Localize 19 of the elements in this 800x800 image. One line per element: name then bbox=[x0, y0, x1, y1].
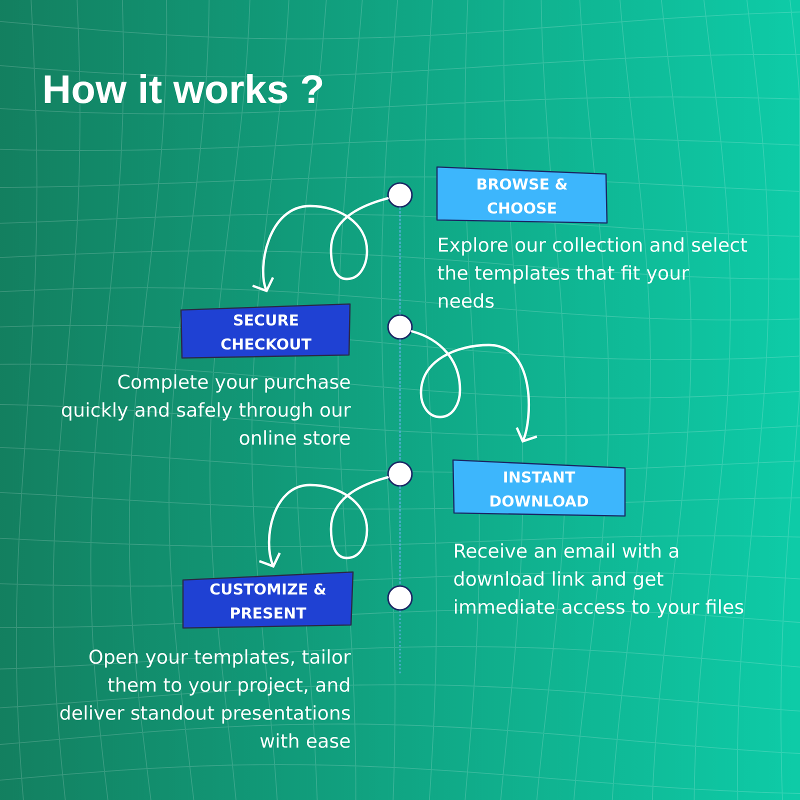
timeline-dot bbox=[387, 182, 413, 208]
dotted-line bbox=[399, 207, 401, 315]
dotted-line bbox=[399, 486, 401, 586]
step-description: Receive an email with a download link and get immediate access to your files bbox=[454, 543, 744, 618]
step-description: Open your templates, tailor them to your project, and deliver standout presentations with ease bbox=[60, 649, 351, 748]
curved-arrow bbox=[410, 330, 538, 443]
step-box: INSTANT DOWNLOAD bbox=[452, 459, 626, 517]
step-box: SECURE CHECKOUT bbox=[180, 303, 351, 359]
step-box: BROWSE & CHOOSE bbox=[436, 166, 608, 224]
step-description: Complete your purchase quickly and safely through our online store bbox=[62, 374, 351, 445]
timeline-dot bbox=[387, 461, 413, 487]
title: How it works ? bbox=[44, 74, 322, 104]
curved-arrow bbox=[252, 197, 389, 292]
curved-arrow bbox=[258, 476, 389, 568]
dotted-line bbox=[399, 339, 401, 462]
step-box: CUSTOMIZE & PRESENT bbox=[182, 571, 354, 629]
timeline-dot bbox=[387, 585, 413, 611]
timeline-dot bbox=[387, 314, 413, 340]
step-description: Explore our collection and select the templates that fit your needs bbox=[438, 237, 748, 308]
